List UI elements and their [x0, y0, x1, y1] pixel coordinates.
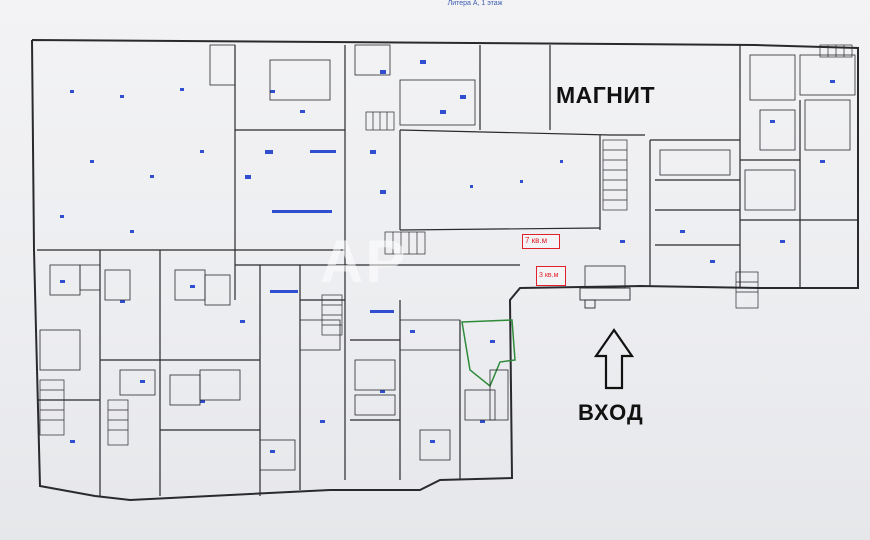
outer-walls [31, 39, 859, 502]
small-rooms [39, 44, 856, 471]
stairs [39, 44, 853, 446]
watermark: AP [320, 228, 408, 295]
sheet-title: Литера А, 1 этаж [447, 0, 503, 7]
entrance-canopy [579, 287, 631, 309]
up-arrow-icon [593, 328, 635, 390]
room-annotations [60, 60, 835, 453]
interior-walls [37, 45, 858, 496]
entrance-label: ВХОД [578, 400, 644, 425]
store-label: МАГНИТ [556, 82, 655, 108]
highlighted-unit-outline [461, 319, 516, 388]
unit-7-area-label[interactable]: 7 кв.м [522, 234, 560, 249]
unit-3-area-label[interactable]: 3 кв.м [536, 266, 566, 286]
